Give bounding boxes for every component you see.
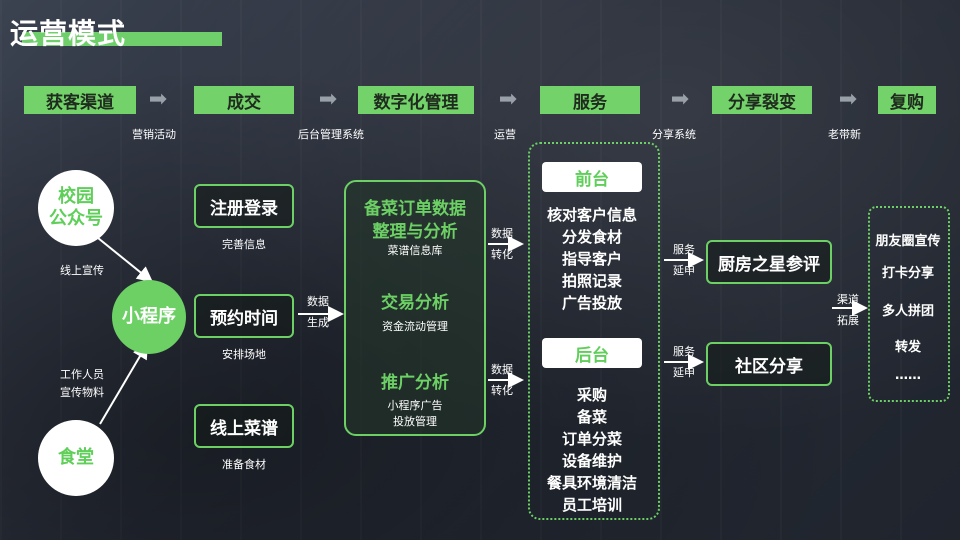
back-item: 备菜: [576, 408, 607, 426]
transition-label: 老带新: [828, 128, 861, 141]
arrow-right-icon: ➡: [670, 87, 690, 112]
back-item: 采购: [576, 386, 607, 404]
channel-expand-label: 渠道 拓展: [837, 293, 859, 327]
arrow-right-icon: ➡: [838, 87, 858, 112]
stage-service: 服务: [540, 86, 640, 114]
share-community: 社区分享: [706, 342, 832, 386]
stage-digital: 数字化管理: [358, 86, 474, 114]
title-underline: [22, 32, 222, 46]
front-office-tag: 前台: [542, 162, 642, 192]
service-extend-label: 服务 延申: [673, 243, 695, 277]
stage-share: 分享裂变: [712, 86, 812, 114]
service-panel: [528, 142, 660, 520]
deal-online-menu: 线上菜谱: [194, 404, 294, 448]
digital-item-sub: 小程序广告 投放管理: [387, 399, 443, 428]
back-office-tag: 后台: [542, 338, 642, 368]
share-kitchen-star: 厨房之星参评: [706, 240, 832, 284]
arrow-right-icon: ➡: [318, 87, 338, 112]
data-convert-label: 数据 转化: [491, 227, 513, 261]
front-item: 拍照记录: [561, 272, 622, 290]
data-generate-label: 数据 生成: [307, 295, 329, 329]
repurchase-panel: [868, 206, 950, 402]
back-item: 员工培训: [561, 496, 622, 514]
deal-book-time: 预约时间: [194, 294, 294, 338]
transition-label: 分享系统: [652, 128, 696, 141]
repurchase-item: 打卡分享: [881, 266, 934, 281]
source-campus-account: 校园 公众号: [38, 170, 114, 246]
digital-item-title: 推广分析: [381, 373, 449, 393]
data-convert-label: 数据 转化: [491, 363, 513, 397]
back-item: 订单分菜: [561, 430, 622, 448]
back-item: 餐具环境清洁: [546, 474, 637, 492]
digital-management-panel: [344, 180, 486, 436]
deal-sub-label: 完善信息: [222, 238, 266, 251]
repurchase-item: 朋友圈宣传: [875, 234, 941, 249]
front-item: 核对客户信息: [546, 206, 637, 224]
deal-sub-label: 准备食材: [222, 458, 266, 471]
front-item: 指导客户: [561, 250, 622, 268]
transition-label: 运营: [494, 128, 516, 141]
digital-item-sub: 菜谱信息库: [387, 244, 443, 257]
stage-deal: 成交: [194, 86, 294, 114]
transition-label: 营销活动: [132, 128, 176, 141]
repurchase-item: 转发: [894, 340, 921, 355]
service-extend-label: 服务 延申: [673, 345, 695, 379]
arrow-right-icon: ➡: [498, 87, 518, 112]
arrow-right-icon: ➡: [148, 87, 168, 112]
stage-acquisition: 获客渠道: [24, 86, 136, 114]
front-item: 广告投放: [561, 294, 622, 312]
deal-register-login: 注册登录: [194, 184, 294, 228]
online-promo-label: 线上宣传: [60, 264, 104, 277]
repurchase-item: ……: [895, 368, 921, 383]
transition-label: 后台管理系统: [298, 128, 364, 141]
staff-promo-label: 工作人员 宣传物料: [60, 368, 104, 399]
digital-item-sub: 资金流动管理: [382, 320, 448, 333]
deal-sub-label: 安排场地: [222, 348, 266, 361]
stage-repurchase: 复购: [878, 86, 936, 114]
page-title: 运营模式: [10, 17, 127, 50]
back-item: 设备维护: [561, 452, 622, 470]
digital-item-title: 交易分析: [381, 293, 449, 313]
source-canteen: 食堂: [38, 420, 114, 496]
mini-program-node: 小程序: [112, 280, 186, 354]
front-item: 分发食材: [561, 228, 622, 246]
digital-item-title: 备菜订单数据 整理与分析: [364, 199, 466, 242]
repurchase-item: 多人拼团: [881, 304, 934, 319]
